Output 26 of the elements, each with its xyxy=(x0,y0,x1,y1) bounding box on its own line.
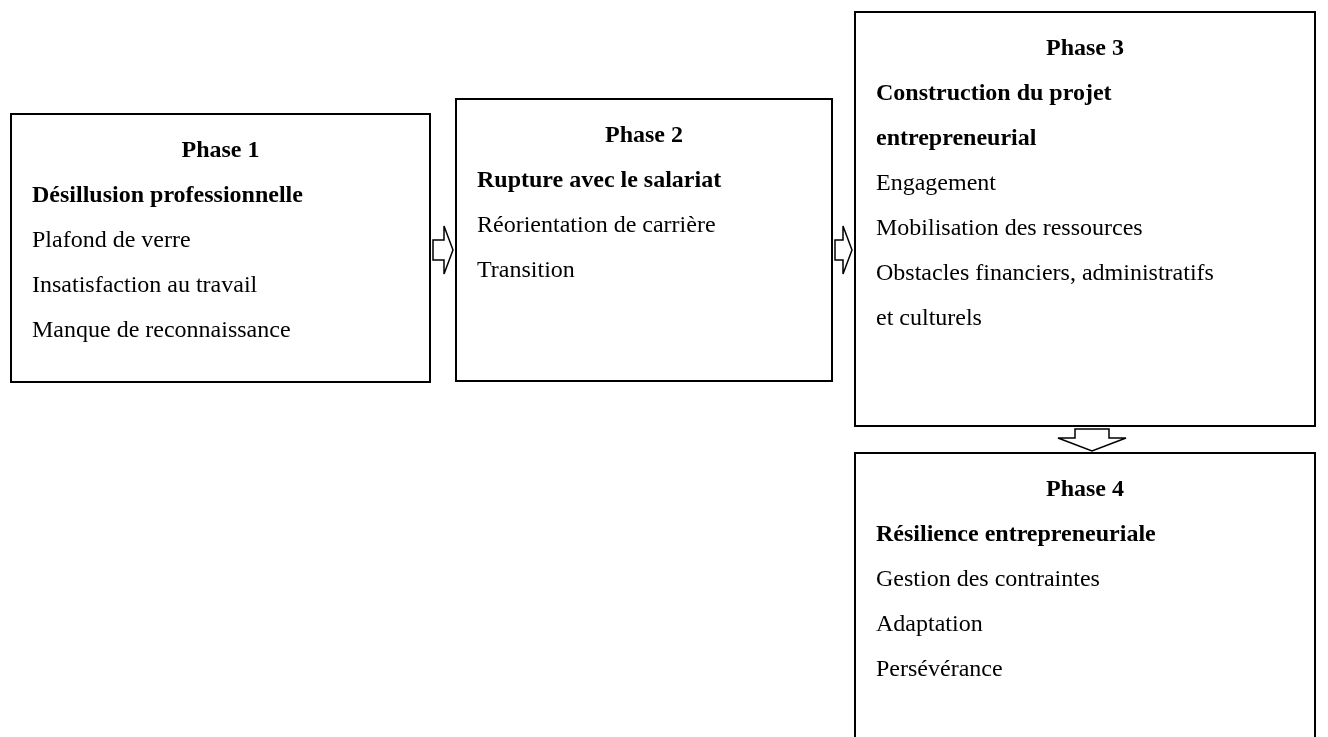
phase-item: Réorientation de carrière xyxy=(477,210,717,239)
phase-item: Obstacles financiers, administratifs et culturels xyxy=(876,258,1215,332)
phase-heading: Rupture avec le salariat xyxy=(477,165,723,194)
phase-box xyxy=(854,11,1316,427)
phase-title: Phase 4 xyxy=(1045,474,1125,503)
phase-item: Adaptation xyxy=(876,609,984,638)
phase-title: Phase 2 xyxy=(604,120,684,149)
phase-heading: Résilience entrepreneuriale xyxy=(876,519,1157,548)
phase-item: Persévérance xyxy=(876,654,1004,683)
phase-item: Engagement xyxy=(876,168,997,197)
phase-title: Phase 1 xyxy=(180,135,261,164)
phase-box xyxy=(854,452,1316,737)
phase-item: Insatisfaction au travail xyxy=(32,270,259,299)
phase-box xyxy=(455,98,833,382)
phase-title: Phase 3 xyxy=(1045,33,1125,62)
block-arrow xyxy=(834,225,853,275)
phase-heading: Désillusion professionnelle xyxy=(32,180,304,209)
phase-item: Manque de reconnaissance xyxy=(32,315,292,344)
block-arrow xyxy=(432,225,454,275)
phase-item: Plafond de verre xyxy=(32,225,192,254)
phase-item: Gestion des contraintes xyxy=(876,564,1101,593)
phase-heading: Construction du projet entrepreneurial xyxy=(876,78,1113,152)
phase-item: Mobilisation des ressources xyxy=(876,213,1144,242)
phase-box xyxy=(10,113,431,383)
block-arrow xyxy=(1057,428,1127,452)
phase-item: Transition xyxy=(477,255,576,284)
